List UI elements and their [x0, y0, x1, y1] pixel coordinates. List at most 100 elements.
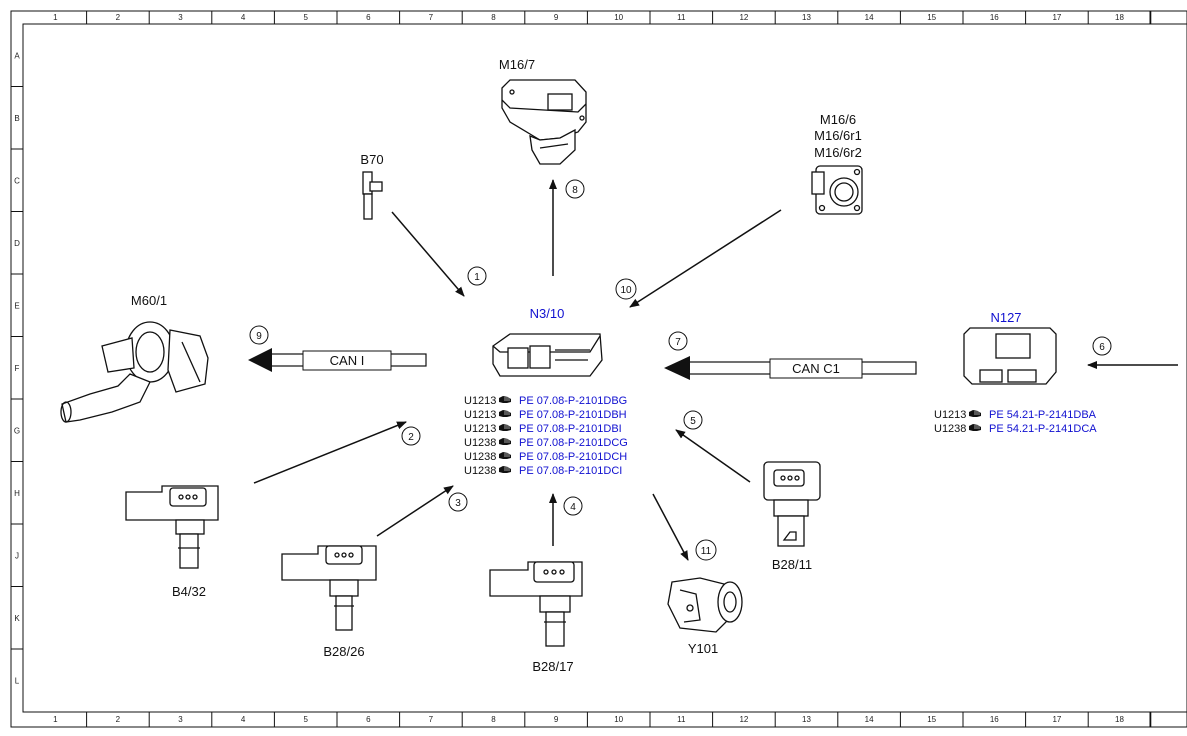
column-label: 13	[802, 715, 811, 724]
pointing-hand-icon	[498, 437, 512, 446]
n3-10-ref-link[interactable]: PE 07.08-P-2101DCH	[519, 451, 627, 463]
b28-17-illustration	[489, 561, 583, 647]
y101-label: Y101	[688, 641, 718, 656]
column-label: 11	[677, 715, 686, 724]
n3-10-ref-link[interactable]: PE 07.08-P-2101DBG	[519, 395, 627, 407]
b70-label: B70	[360, 152, 383, 167]
n127-ref-link[interactable]: PE 54.21-P-2141DBA	[989, 409, 1097, 421]
m16-7-illustration	[501, 79, 587, 165]
marker-8: 8	[565, 179, 585, 199]
marker-10: 10	[615, 278, 637, 300]
n3-10-label: N3/10	[530, 306, 565, 321]
column-label: 8	[491, 715, 496, 724]
column-label: 18	[1115, 13, 1124, 22]
arrow-3	[376, 485, 454, 537]
column-label: 15	[927, 13, 936, 22]
column-label: 2	[116, 13, 121, 22]
n3-10-ref-link[interactable]: PE 07.08-P-2101DCI	[519, 465, 622, 477]
row-label: F	[15, 364, 20, 373]
b70-illustration	[362, 171, 383, 220]
marker-11-text: 11	[701, 546, 712, 557]
marker-8-text: 8	[572, 185, 578, 196]
column-label: 1	[53, 13, 58, 22]
column-label: 9	[554, 13, 559, 22]
can-c1-label: CAN C1	[792, 361, 840, 376]
column-label: 4	[241, 715, 246, 724]
row-label: D	[14, 239, 20, 248]
column-label: 5	[303, 13, 308, 22]
can-i-label: CAN I	[330, 353, 365, 368]
n3-10-ref-code: U1213	[464, 395, 496, 407]
arrow-10	[629, 209, 782, 308]
m16-6-component: M16/6 M16/6r1 M16/6r2	[811, 112, 863, 215]
column-label: 12	[739, 715, 748, 724]
column-label: 16	[990, 715, 999, 724]
row-label: E	[14, 301, 19, 310]
n3-10-ref-row: U1213 PE 07.08-P-2101DBG	[464, 395, 627, 407]
row-label: G	[14, 426, 20, 435]
arrow-11	[652, 493, 689, 561]
n3-10-ref-row: U1213 PE 07.08-P-2101DBI	[464, 423, 622, 435]
marker-6-text: 6	[1099, 342, 1105, 353]
pointing-hand-icon	[498, 465, 512, 474]
pointing-hand-icon	[498, 409, 512, 418]
n3-10-ref-code: U1213	[464, 423, 496, 435]
marker-6: 6	[1092, 336, 1112, 356]
m60-1-component: M60/1	[60, 293, 209, 423]
marker-1-text: 1	[474, 272, 480, 283]
marker-5: 5	[683, 410, 703, 430]
column-label: 7	[429, 13, 434, 22]
marker-4: 4	[563, 496, 583, 516]
arrow-number-markers: 1 2 3 4 5 6 7 8 9 10 11	[249, 179, 1112, 561]
n3-10-ref-code: U1238	[464, 451, 496, 463]
marker-5-text: 5	[690, 416, 696, 427]
n127-ref-link[interactable]: PE 54.21-P-2141DCA	[989, 423, 1097, 435]
can-i-bus: CAN I	[248, 348, 427, 372]
row-label: K	[14, 614, 20, 623]
column-label: 11	[677, 13, 686, 22]
m16-6r1-label: M16/6r1	[814, 128, 862, 143]
n3-10-ref-code: U1213	[464, 409, 496, 421]
b4-32-label: B4/32	[172, 584, 206, 599]
pointing-hand-icon	[498, 451, 512, 460]
b28-17-component: B28/17	[489, 561, 583, 674]
n3-10-ref-link[interactable]: PE 07.08-P-2101DBH	[519, 409, 627, 421]
column-label: 10	[614, 715, 623, 724]
marker-3: 3	[448, 492, 468, 512]
b4-32-illustration	[125, 485, 219, 569]
marker-7: 7	[668, 331, 688, 351]
row-label: H	[14, 489, 20, 498]
n3-10-ref-link[interactable]: PE 07.08-P-2101DBI	[519, 423, 622, 435]
column-label: 9	[554, 715, 559, 724]
b28-26-component: B28/26	[281, 545, 377, 659]
marker-2: 2	[401, 426, 421, 446]
pointing-hand-icon	[968, 423, 982, 432]
m16-6-illustration	[811, 165, 863, 215]
column-label: 17	[1052, 13, 1061, 22]
arrow-1	[391, 211, 465, 297]
column-label: 8	[491, 13, 496, 22]
marker-3-text: 3	[455, 498, 461, 509]
column-ruler: 1122334455667788991010111112121313141415…	[53, 11, 1152, 727]
marker-4-text: 4	[570, 502, 576, 513]
pointing-hand-icon	[498, 423, 512, 432]
b28-26-label: B28/26	[323, 644, 364, 659]
m16-7-component: M16/7	[499, 57, 587, 165]
n3-10-ref-row: U1213 PE 07.08-P-2101DBH	[464, 409, 627, 421]
column-label: 6	[366, 715, 371, 724]
arrow-5	[675, 429, 751, 483]
m16-7-label: M16/7	[499, 57, 535, 72]
b28-11-label: B28/11	[772, 557, 812, 572]
column-label: 4	[241, 13, 246, 22]
n3-10-illustration	[492, 333, 603, 377]
m60-1-label: M60/1	[131, 293, 167, 308]
n3-10-ref-link[interactable]: PE 07.08-P-2101DCG	[519, 437, 628, 449]
m16-6-label: M16/6	[820, 112, 856, 127]
row-label: B	[14, 114, 19, 123]
